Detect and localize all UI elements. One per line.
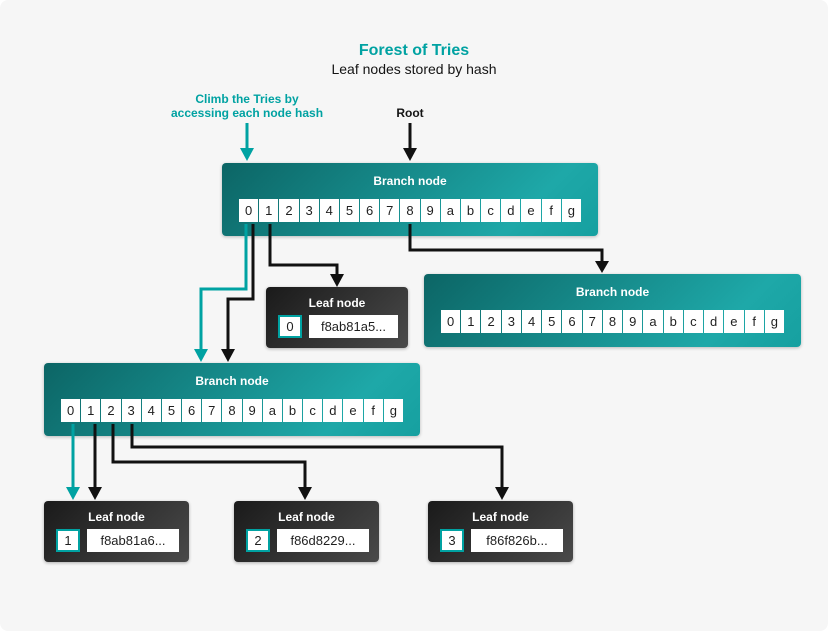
branch-cell: 1 xyxy=(461,310,481,333)
branch-node-lower-title: Branch node xyxy=(195,374,269,388)
leaf-index-cell: 3 xyxy=(440,529,464,552)
climb-annotation: Climb the Tries by accessing each node h… xyxy=(170,92,324,121)
leaf-index-cell: 1 xyxy=(56,529,80,552)
page-title: Forest of Tries xyxy=(358,42,470,59)
branch-cell: e xyxy=(343,399,363,422)
branch-cell: 0 xyxy=(441,310,461,333)
leaf-node-1-title: Leaf node xyxy=(88,510,145,524)
leaf-node-1-row: 1 f8ab81a6... xyxy=(56,529,179,552)
branch-cell: 5 xyxy=(339,199,360,222)
leaf-node-2: Leaf node 2 f86d8229... xyxy=(234,501,379,562)
branch-cell: 2 xyxy=(279,199,299,222)
leaf-node-2-row: 2 f86d8229... xyxy=(246,529,369,552)
branch-cell: a xyxy=(440,199,460,222)
branch-cell: 8 xyxy=(222,399,242,422)
branch-cell: 4 xyxy=(319,199,339,222)
branch-cell: 4 xyxy=(521,310,542,333)
branch-node-root-title: Branch node xyxy=(373,174,447,188)
branch-cell: 9 xyxy=(420,199,440,222)
branch-cell: b xyxy=(460,199,481,222)
branch-cell: 7 xyxy=(582,310,602,333)
leaf-node-3-title: Leaf node xyxy=(472,510,529,524)
branch-cell: g xyxy=(764,310,784,333)
leaf-index-cell: 0 xyxy=(278,315,302,338)
leaf-hash: f8ab81a5... xyxy=(309,315,398,338)
branch-cell: e xyxy=(724,310,744,333)
branch-cell: d xyxy=(704,310,724,333)
leaf-node-3: Leaf node 3 f86f826b... xyxy=(428,501,573,562)
branch-cell: b xyxy=(663,310,683,333)
branch-cell: 6 xyxy=(360,199,380,222)
leaf-node-2-title: Leaf node xyxy=(278,510,335,524)
branch-cell: 0 xyxy=(61,399,81,422)
branch-cell: 9 xyxy=(242,399,262,422)
branch-node-right-title: Branch node xyxy=(575,285,650,299)
branch-cell: d xyxy=(501,199,521,222)
leaf-node-1: Leaf node 1 f8ab81a6... xyxy=(44,501,189,562)
branch-cell: a xyxy=(262,399,282,422)
leaf-hash: f86d8229... xyxy=(277,529,369,552)
branch-cell: 5 xyxy=(161,399,182,422)
branch-cell: 0 xyxy=(239,199,259,222)
branch-cell: 7 xyxy=(380,199,400,222)
leaf-node-3-row: 3 f86f826b... xyxy=(440,529,563,552)
leaf-index-cell: 2 xyxy=(246,529,270,552)
branch-cell: 6 xyxy=(562,310,582,333)
branch-cell: c xyxy=(303,399,323,422)
branch-cell: a xyxy=(643,310,663,333)
leaf-hash: f86f826b... xyxy=(471,529,563,552)
page-subtitle: Leaf nodes stored by hash xyxy=(331,61,497,77)
branch-cell: 3 xyxy=(501,310,521,333)
branch-cell: c xyxy=(481,199,501,222)
root-arrow xyxy=(403,123,417,161)
branch-cell: g xyxy=(383,399,403,422)
branch-cell: 5 xyxy=(542,310,562,333)
leaf-node-0: Leaf node 0 f8ab81a5... xyxy=(266,287,408,348)
climb-arrow xyxy=(240,123,254,161)
branch-cell: 9 xyxy=(623,310,643,333)
branch-cell: 2 xyxy=(101,399,121,422)
branch-cell: 1 xyxy=(259,199,279,222)
branch-cell: b xyxy=(282,399,303,422)
branch-cell: 2 xyxy=(481,310,501,333)
branch-cell: g xyxy=(561,199,581,222)
branch-cell: 8 xyxy=(602,310,623,333)
branch-cell: f xyxy=(541,199,561,222)
branch-cell: 1 xyxy=(81,399,101,422)
branch-cell: 6 xyxy=(182,399,202,422)
branch-cell: c xyxy=(683,310,704,333)
connector-root-cell0-black xyxy=(221,224,255,362)
branch-cell: f xyxy=(363,399,383,422)
branch-cell: 4 xyxy=(141,399,161,422)
branch-cell: 8 xyxy=(400,199,420,222)
leaf-hash: f8ab81a6... xyxy=(87,529,179,552)
branch-cell: d xyxy=(323,399,343,422)
branch-cell: 7 xyxy=(202,399,222,422)
root-annotation: Root xyxy=(396,106,424,120)
leaf-node-0-title: Leaf node xyxy=(308,296,366,310)
branch-cell: f xyxy=(744,310,764,333)
leaf-node-0-row: 0 f8ab81a5... xyxy=(278,315,398,338)
branch-cell: 3 xyxy=(121,399,141,422)
branch-cell: e xyxy=(521,199,541,222)
branch-cell: 3 xyxy=(299,199,319,222)
connector-root-cell0-teal xyxy=(194,224,248,362)
